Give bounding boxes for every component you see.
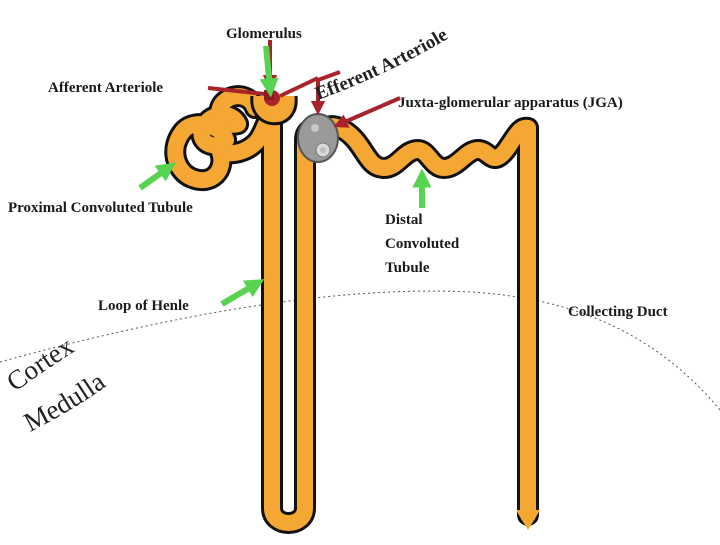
pct-label: Proximal Convoluted Tubule	[8, 200, 193, 216]
loop-green-arrow	[220, 279, 265, 307]
glomerulus-knot-2	[264, 90, 274, 100]
jga-pointer-arrow	[333, 96, 401, 128]
efferent-arteriole-vessel	[279, 76, 319, 98]
glomerulus-label: Glomerulus	[226, 26, 302, 42]
juxtaglomerular-apparatus	[297, 113, 339, 163]
collecting-duct-label: Collecting Duct	[568, 304, 668, 320]
bowmans-capsule	[250, 95, 298, 126]
afferent-arteriole-vessel	[207, 86, 266, 96]
cortex-medulla-boundary	[0, 290, 720, 411]
jga-label: Juxta-glomerular apparatus (JGA)	[398, 95, 623, 111]
loop-of-henle-label: Loop of Henle	[98, 298, 189, 314]
collecting-duct-arrowhead	[516, 510, 540, 530]
glomerulus-green-arrow	[259, 45, 279, 98]
efferent-connector	[317, 70, 341, 82]
nephron-tubule	[164, 85, 539, 534]
dct-label: Distal Convoluted Tubule	[385, 212, 460, 276]
afferent-arteriole-label: Afferent Arteriole	[48, 80, 164, 96]
pct-green-arrow	[138, 162, 176, 191]
efferent-arteriole-label: Efferent Arteriole	[312, 24, 451, 104]
